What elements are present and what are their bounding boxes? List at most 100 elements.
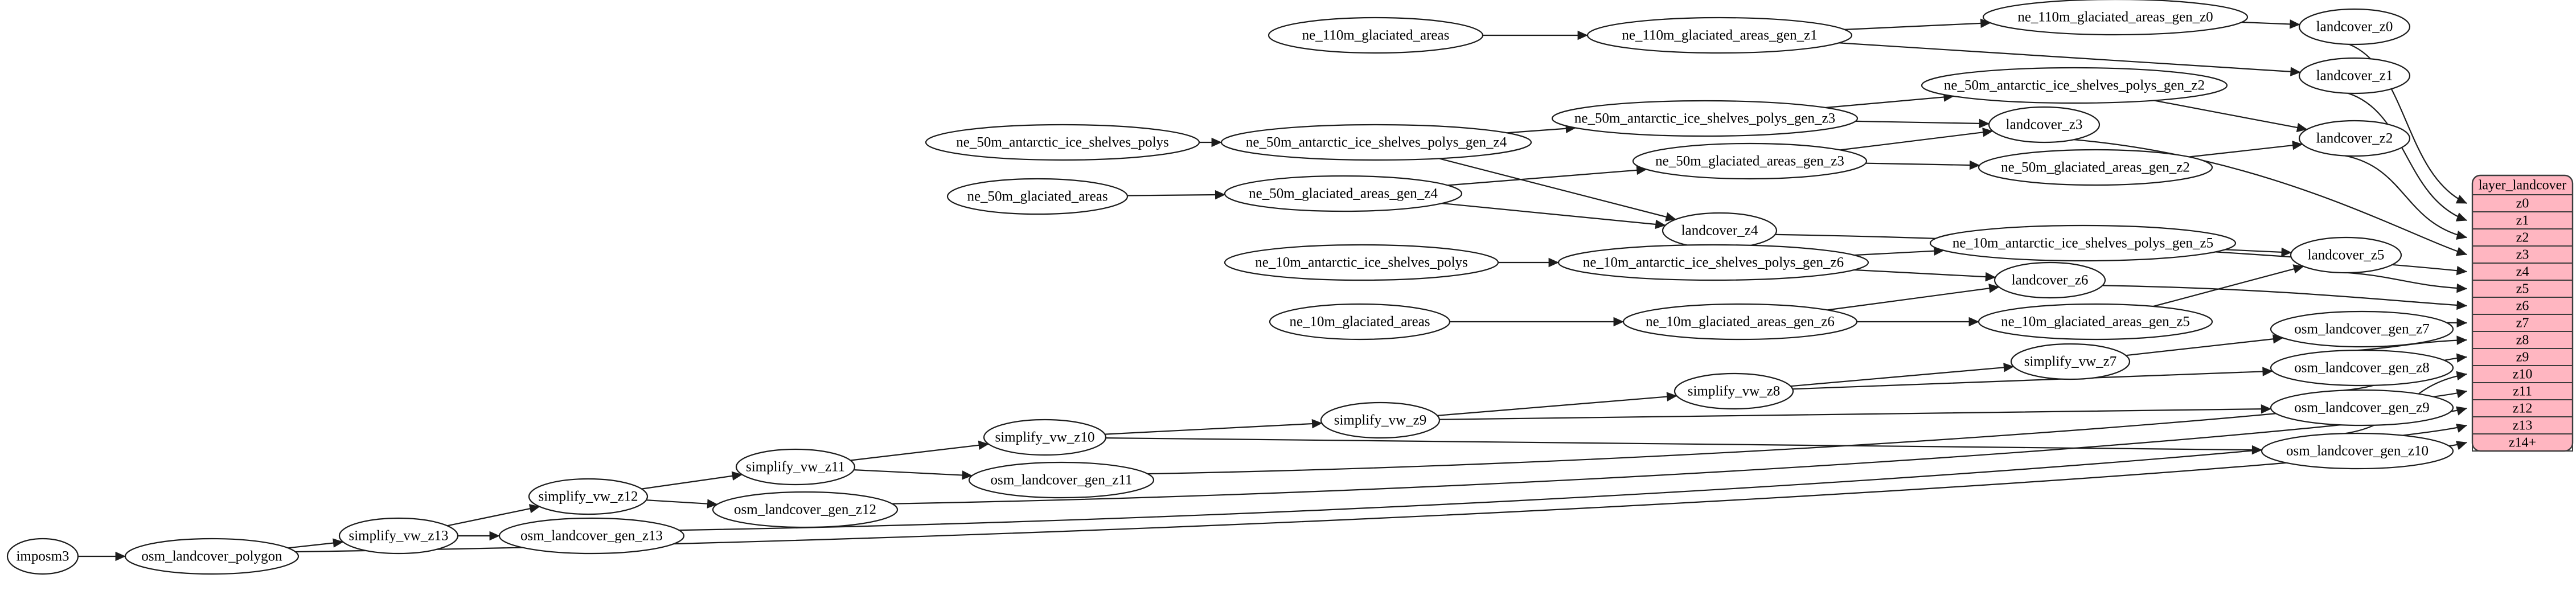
node-simplify_vw_z9: simplify_vw_z9 bbox=[1320, 401, 1441, 439]
simplify_vw_z8-label: simplify_vw_z8 bbox=[1688, 384, 1781, 399]
node-landcover_z3: landcover_z3 bbox=[1988, 106, 2101, 143]
node-osm_landcover_gen_z13: osm_landcover_gen_z13 bbox=[498, 517, 685, 555]
edge-ne_50m_glaciated_areas_gen_z3-to-landcover_z3 bbox=[1840, 128, 1993, 151]
node-landcover_z4: landcover_z4 bbox=[1662, 212, 1778, 249]
ne_10m_antarctic_ice_shelves_polys-shape bbox=[1224, 244, 1499, 281]
ne_110m_glaciated_areas_gen_z1-shape bbox=[1586, 17, 1853, 54]
ne_50m_antarctic_ice_shelves_polys_gen_z3-label: ne_50m_antarctic_ice_shelves_polys_gen_z… bbox=[1574, 111, 1835, 126]
table-row-z1-label: z1 bbox=[2516, 214, 2529, 228]
osm_landcover_gen_z12-shape bbox=[712, 491, 899, 528]
node-ne_110m_glaciated_areas_gen_z0: ne_110m_glaciated_areas_gen_z0 bbox=[1982, 0, 2249, 36]
ne_50m_glaciated_areas_gen_z2-label: ne_50m_glaciated_areas_gen_z2 bbox=[2001, 160, 2190, 175]
ne_110m_glaciated_areas_gen_z0-shape bbox=[1982, 0, 2249, 36]
ne_10m_antarctic_ice_shelves_polys-label: ne_10m_antarctic_ice_shelves_polys bbox=[1255, 255, 1468, 270]
ne_10m_antarctic_ice_shelves_polys_gen_z5-label: ne_10m_antarctic_ice_shelves_polys_gen_z… bbox=[1952, 236, 2213, 251]
edge-simplify_vw_z8-to-simplify_vw_z7 bbox=[1790, 363, 2015, 387]
node-simplify_vw_z12: simplify_vw_z12 bbox=[528, 478, 649, 515]
edge-ne_50m_glaciated_areas-to-ne_50m_glaciated_areas_gen_z4 bbox=[1127, 190, 1226, 200]
node-ne_50m_antarctic_ice_shelves_polys_gen_z3: ne_50m_antarctic_ice_shelves_polys_gen_z… bbox=[1551, 100, 1859, 137]
simplify_vw_z12-shape bbox=[528, 478, 649, 515]
node-ne_50m_antarctic_ice_shelves_polys_gen_z2: ne_50m_antarctic_ice_shelves_polys_gen_z… bbox=[1921, 67, 2228, 104]
simplify_vw_z10-shape bbox=[983, 419, 1107, 456]
node-osm_landcover_polygon: osm_landcover_polygon bbox=[124, 538, 300, 575]
osm_landcover_gen_z9-label: osm_landcover_gen_z9 bbox=[2294, 400, 2429, 416]
table-row-z6-label: z6 bbox=[2516, 299, 2529, 314]
osm_landcover_polygon-shape bbox=[124, 538, 300, 575]
ne_50m_glaciated_areas_gen_z3-label: ne_50m_glaciated_areas_gen_z3 bbox=[1655, 154, 1844, 169]
ne_110m_glaciated_areas_gen_z1-label: ne_110m_glaciated_areas_gen_z1 bbox=[1622, 28, 1817, 43]
simplify_vw_z13-shape bbox=[338, 517, 459, 555]
osm_landcover_gen_z12-label: osm_landcover_gen_z12 bbox=[734, 502, 876, 518]
layer-landcover-table: layer_landcoverz0z1z2z3z4z5z6z7z8z9z10z1… bbox=[2471, 174, 2574, 452]
edge-simplify_vw_z8-to-osm_landcover_gen_z8 bbox=[1792, 367, 2273, 390]
node-simplify_vw_z8: simplify_vw_z8 bbox=[1673, 372, 1794, 410]
osm_landcover_gen_z13-label: osm_landcover_gen_z13 bbox=[520, 528, 663, 544]
simplify_vw_z9-label: simplify_vw_z9 bbox=[1334, 413, 1427, 428]
node-ne_110m_glaciated_areas_gen_z1: ne_110m_glaciated_areas_gen_z1 bbox=[1586, 17, 1853, 54]
osm_landcover_gen_z11-shape bbox=[968, 461, 1155, 499]
landcover_z5-label: landcover_z5 bbox=[2308, 248, 2385, 263]
table-row-z14+-label: z14+ bbox=[2509, 436, 2536, 450]
ne_50m_antarctic_ice_shelves_polys_gen_z4-shape bbox=[1220, 124, 1532, 161]
node-ne_10m_glaciated_areas_gen_z5: ne_10m_glaciated_areas_gen_z5 bbox=[1978, 303, 2213, 341]
edge-landcover_z1-to-layer_landcover-z1 bbox=[2348, 92, 2467, 222]
simplify_vw_z9-shape bbox=[1320, 401, 1441, 439]
edge-ne_10m_glaciated_areas_gen_z6-to-landcover_z6 bbox=[1827, 284, 2000, 311]
edge-simplify_vw_z10-to-osm_landcover_gen_z10 bbox=[1105, 437, 2263, 455]
landcover_z6-label: landcover_z6 bbox=[2012, 273, 2089, 288]
node-ne_10m_glaciated_areas: ne_10m_glaciated_areas bbox=[1269, 303, 1451, 341]
table-row-z10-label: z10 bbox=[2513, 367, 2533, 382]
osm_landcover_polygon-label: osm_landcover_polygon bbox=[141, 549, 282, 564]
edge-ne_50m_glaciated_areas_gen_z4-to-ne_50m_glaciated_areas_gen_z3 bbox=[1447, 165, 1647, 186]
ne_10m_glaciated_areas_gen_z5-label: ne_10m_glaciated_areas_gen_z5 bbox=[2001, 314, 2190, 330]
node-ne_50m_glaciated_areas_gen_z2: ne_50m_glaciated_areas_gen_z2 bbox=[1978, 149, 2213, 186]
node-landcover_z2: landcover_z2 bbox=[2298, 120, 2411, 157]
osm_landcover_gen_z7-shape bbox=[2270, 310, 2454, 348]
simplify_vw_z7-label: simplify_vw_z7 bbox=[2024, 354, 2117, 370]
landcover_z5-shape bbox=[2290, 236, 2402, 274]
edge-ne_50m_antarctic_ice_shelves_polys_gen_z3-to-landcover_z3 bbox=[1855, 118, 1990, 129]
ne_50m_antarctic_ice_shelves_polys_gen_z2-shape bbox=[1921, 67, 2228, 104]
osm_landcover_gen_z8-shape bbox=[2270, 349, 2454, 387]
edge-simplify_vw_z11-to-osm_landcover_gen_z11 bbox=[854, 469, 973, 480]
edge-ne_10m_antarctic_ice_shelves_polys_gen_z6-to-ne_10m_antarctic_ice_shelves_polys_gen_z5 bbox=[1854, 246, 1945, 256]
ne_50m_antarctic_ice_shelves_polys_gen_z2-label: ne_50m_antarctic_ice_shelves_polys_gen_z… bbox=[1944, 78, 2205, 93]
node-osm_landcover_gen_z12: osm_landcover_gen_z12 bbox=[712, 491, 899, 528]
ne_10m_glaciated_areas-label: ne_10m_glaciated_areas bbox=[1289, 314, 1430, 330]
simplify_vw_z11-shape bbox=[735, 448, 856, 486]
landcover_z1-shape bbox=[2298, 57, 2411, 95]
table-row-z0-label: z0 bbox=[2516, 196, 2529, 211]
edge-simplify_vw_z12-to-simplify_vw_z11 bbox=[641, 471, 743, 490]
table-row-z13-label: z13 bbox=[2513, 419, 2533, 433]
table-row-z9-label: z9 bbox=[2516, 350, 2529, 365]
ne_110m_glaciated_areas-label: ne_110m_glaciated_areas bbox=[1302, 28, 1450, 43]
node-osm_landcover_gen_z9: osm_landcover_gen_z9 bbox=[2270, 389, 2454, 427]
edge-simplify_vw_z10-to-simplify_vw_z9 bbox=[1105, 419, 1323, 435]
edge-ne_110m_glaciated_areas_gen_z0-to-landcover_z0 bbox=[2241, 19, 2300, 29]
edge-simplify_vw_z13-to-simplify_vw_z12 bbox=[447, 504, 540, 527]
node-ne_10m_antarctic_ice_shelves_polys_gen_z6: ne_10m_antarctic_ice_shelves_polys_gen_z… bbox=[1557, 244, 1869, 281]
simplify_vw_z8-shape bbox=[1673, 372, 1794, 410]
landcover_z2-label: landcover_z2 bbox=[2316, 131, 2393, 146]
edge-ne_10m_glaciated_areas_gen_z5-to-landcover_z5 bbox=[2153, 264, 2304, 307]
simplify_vw_z13-label: simplify_vw_z13 bbox=[349, 528, 449, 544]
node-osm_landcover_gen_z7: osm_landcover_gen_z7 bbox=[2270, 310, 2454, 348]
edge-layer bbox=[78, 18, 2467, 561]
edge-ne_110m_glaciated_areas_gen_z1-to-ne_110m_glaciated_areas_gen_z0 bbox=[1844, 18, 1991, 30]
ne_10m_antarctic_ice_shelves_polys_gen_z5-shape bbox=[1929, 224, 2237, 262]
table-row-z4-label: z4 bbox=[2516, 265, 2529, 280]
node-imposm3: imposm3 bbox=[6, 538, 79, 575]
node-landcover_z0: landcover_z0 bbox=[2298, 8, 2411, 46]
ne_50m_antarctic_ice_shelves_polys-shape bbox=[925, 124, 1200, 161]
ne_50m_antarctic_ice_shelves_polys_gen_z3-shape bbox=[1551, 100, 1859, 137]
edge-landcover_z2-to-layer_landcover-z2 bbox=[2345, 155, 2467, 240]
edge-ne_50m_antarctic_ice_shelves_polys_gen_z3-to-ne_50m_antarctic_ice_shelves_polys_gen_z2 bbox=[1826, 92, 1954, 109]
node-ne_10m_antarctic_ice_shelves_polys: ne_10m_antarctic_ice_shelves_polys bbox=[1224, 244, 1499, 281]
node-ne_50m_glaciated_areas_gen_z3: ne_50m_glaciated_areas_gen_z3 bbox=[1632, 142, 1868, 180]
table-row-z14+-cell bbox=[2472, 433, 2573, 452]
landcover_z4-label: landcover_z4 bbox=[1681, 223, 1758, 239]
edge-simplify_vw_z9-to-simplify_vw_z8 bbox=[1437, 392, 1677, 416]
node-landcover_z6: landcover_z6 bbox=[1993, 261, 2106, 299]
node-simplify_vw_z10: simplify_vw_z10 bbox=[983, 419, 1107, 456]
